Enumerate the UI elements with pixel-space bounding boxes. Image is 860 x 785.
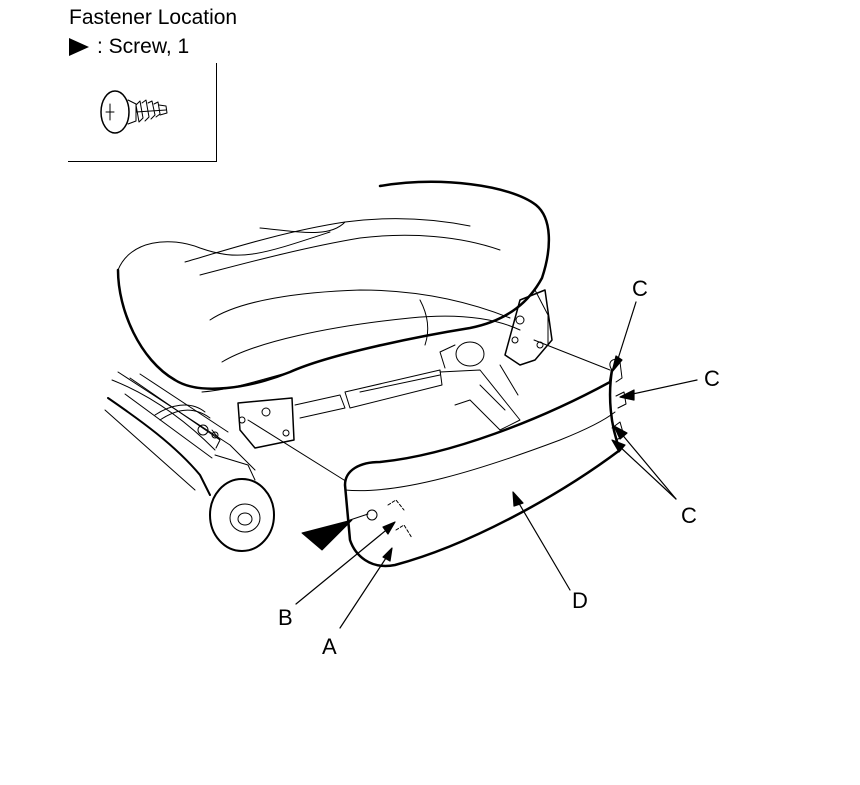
seat-cushion (116, 180, 551, 393)
screw-icon (100, 90, 168, 134)
black-triangle-icon (69, 38, 89, 56)
seat-frame (104, 289, 553, 552)
callout-c-middle: C (704, 366, 720, 391)
install-marker (301, 513, 369, 551)
black-triangle-icon (301, 519, 353, 551)
legend-key-text: : Screw, 1 (97, 35, 190, 58)
callout-c-top: C (632, 276, 648, 301)
callout-d: D (572, 588, 588, 613)
callout-leaders (295, 301, 698, 629)
callout-c-bottom: C (681, 503, 697, 528)
legend-title: Fastener Location (69, 6, 238, 29)
guide-lines (247, 339, 611, 491)
callout-b: B (278, 605, 293, 630)
callout-a: A (322, 634, 337, 659)
legend-frame (68, 63, 217, 162)
legend-key: : Screw, 1 (69, 35, 189, 59)
